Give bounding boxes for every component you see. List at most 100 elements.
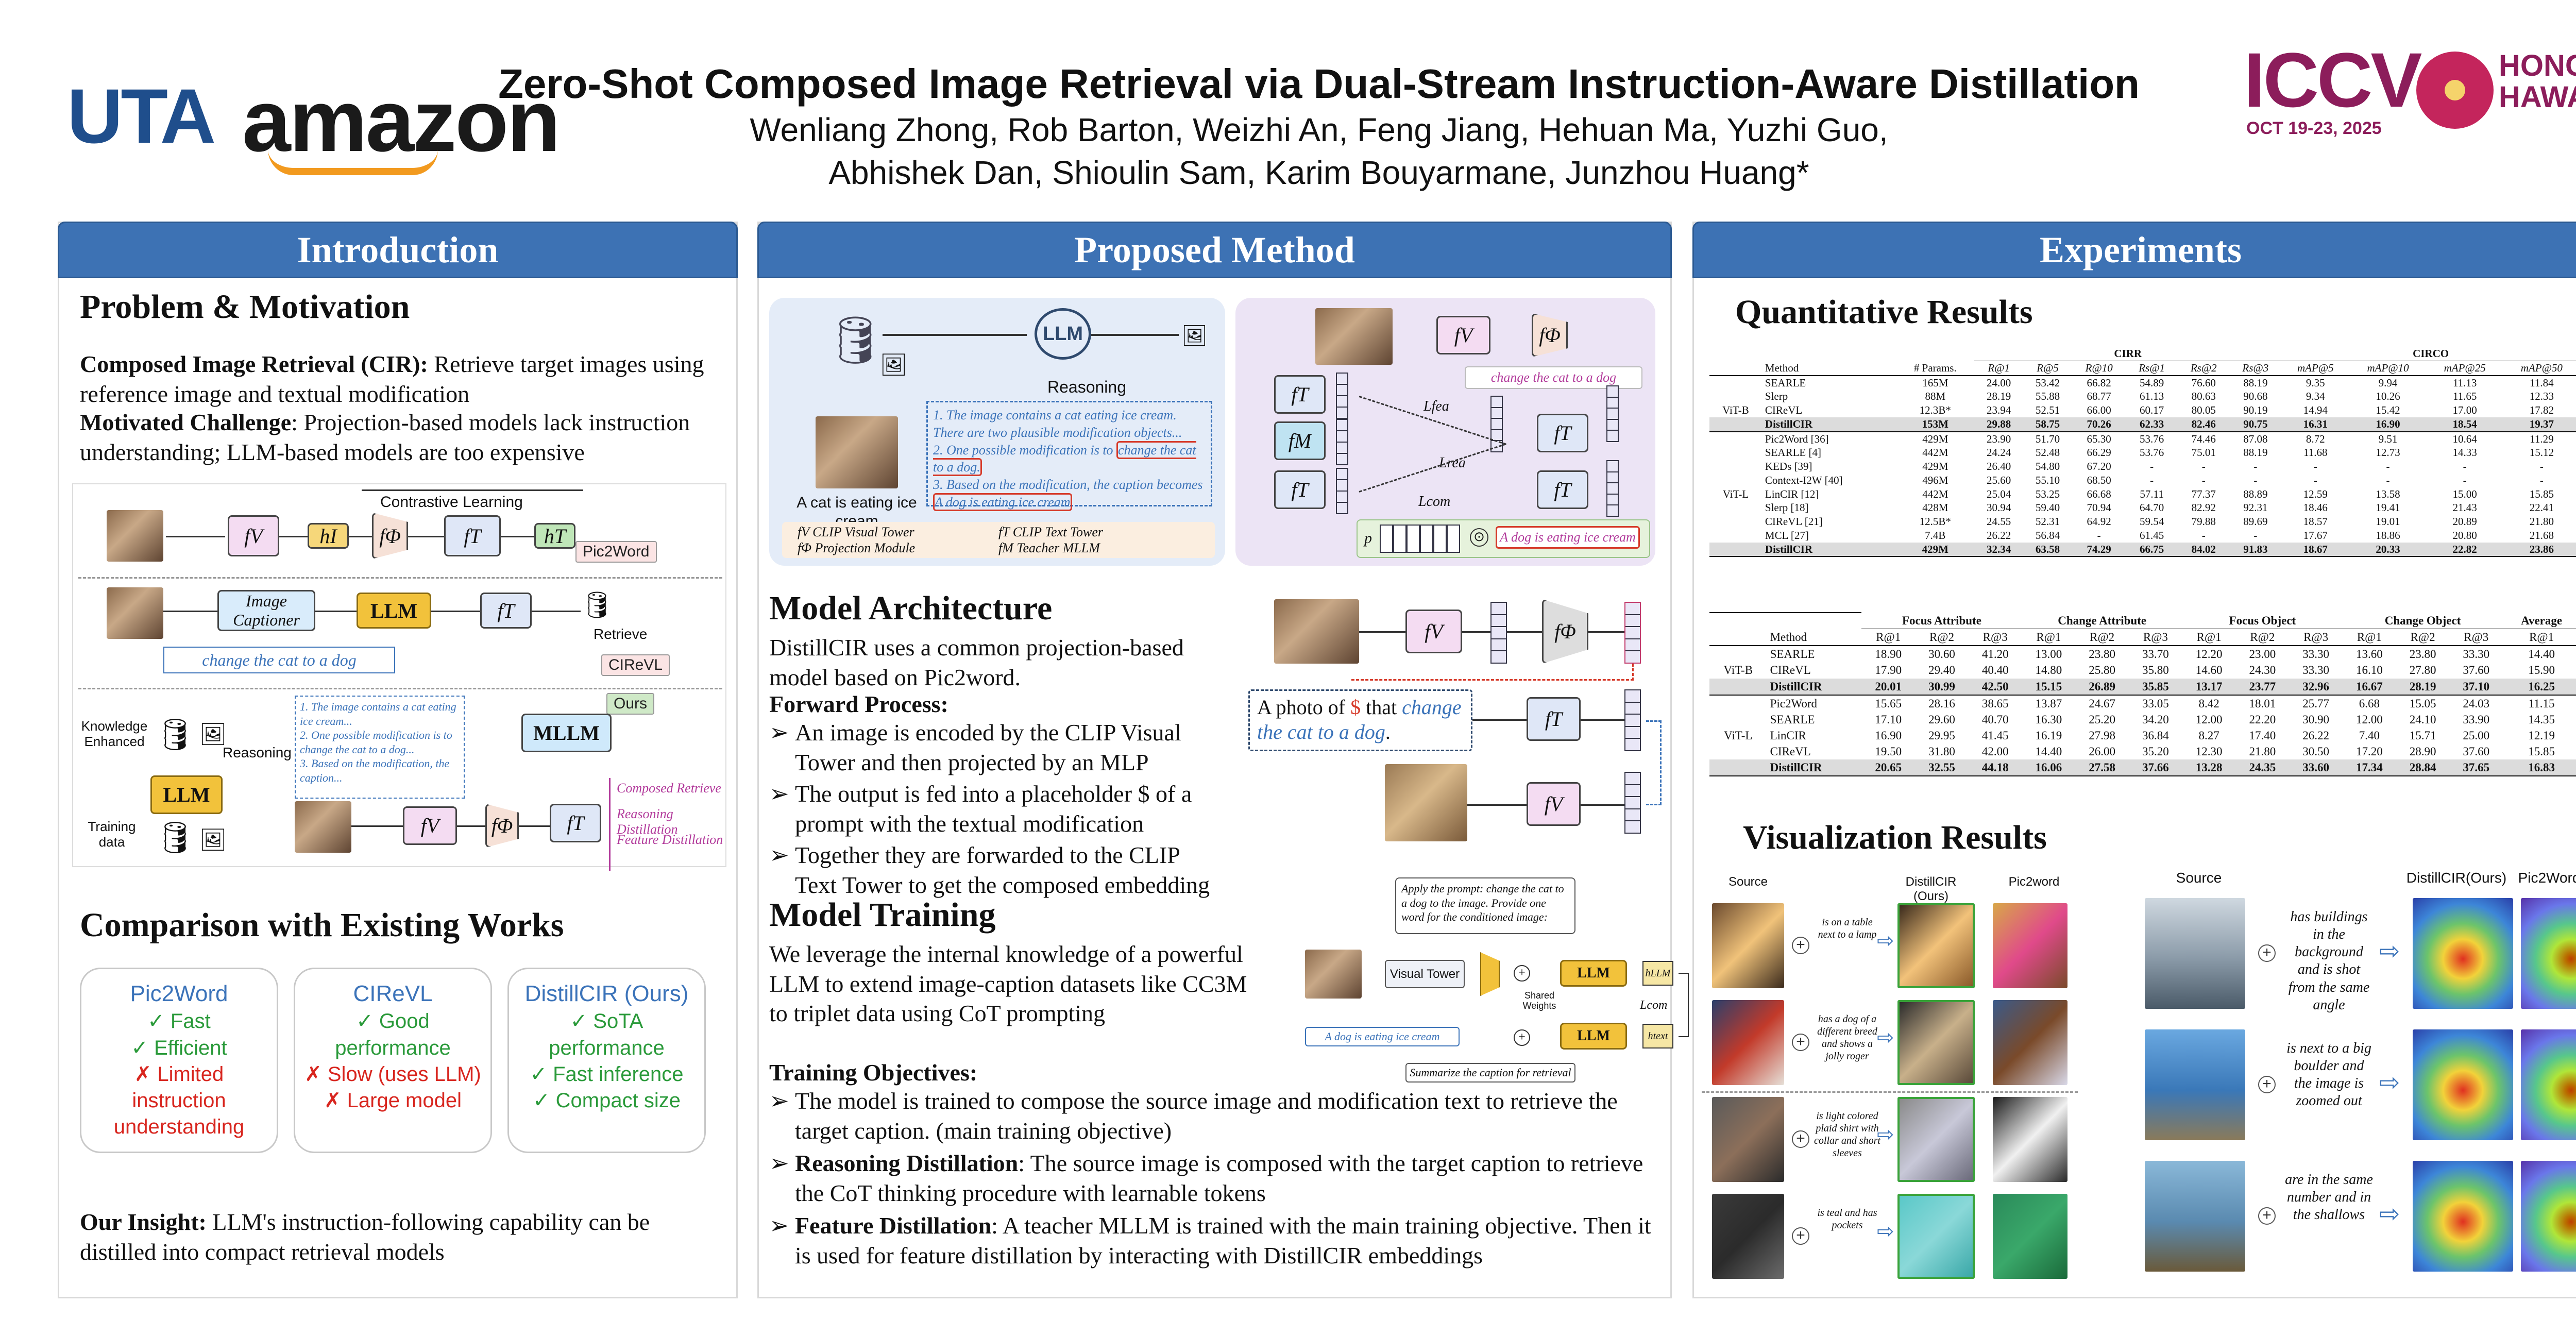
prompt-box: A photo of $ that change the cat to a do… — [1248, 689, 1472, 751]
value-cell: 17.90 — [1875, 664, 1902, 677]
contrastive-learning-label: Contrastive Learning — [377, 494, 526, 511]
value-cell: 59.54 — [2139, 515, 2164, 528]
knowledge-enhanced-label: Knowledge Enhanced — [81, 718, 148, 749]
pro-item: ✓ Efficient — [131, 1036, 227, 1059]
ours-tag: Ours — [606, 693, 655, 715]
value-cell: 57.11 — [2140, 487, 2164, 500]
value-cell: 11.65 — [2452, 390, 2477, 403]
fv-block: fV — [403, 806, 457, 845]
value-cell: 66.29 — [2087, 446, 2111, 459]
source-image — [1712, 1194, 1784, 1279]
value-cell: 17.00 — [2452, 404, 2477, 417]
group-header-cell — [1709, 347, 1974, 361]
method-cell: MCL [27] — [1765, 529, 1809, 542]
value-cell: 52.51 — [2035, 404, 2060, 417]
value-cell: 12.3B* — [1919, 404, 1951, 417]
modification-caption: are in the same number and in the shallo… — [2285, 1172, 2373, 1223]
value-cell: 13.00 — [2022, 645, 2076, 663]
value-cell: 17.34 — [2342, 759, 2396, 777]
training-objectives-list: ➢The model is trained to compose the sou… — [769, 1086, 1666, 1273]
value-cell: 24.67 — [2075, 694, 2129, 712]
value-cell: 37.65 — [2449, 759, 2503, 777]
value-cell: 24.10 — [2409, 713, 2436, 726]
plus-icon: + — [2258, 944, 2276, 962]
value-cell: 90.68 — [2243, 390, 2268, 403]
token-stack — [1490, 396, 1503, 452]
group-header-cell: Average — [2503, 613, 2576, 630]
arrow — [1091, 334, 1179, 336]
objective-item: ➢The model is trained to compose the sou… — [769, 1086, 1666, 1145]
value-cell: 35.80 — [2142, 664, 2169, 677]
arrow — [1581, 719, 1624, 721]
hi-block: hI — [308, 523, 349, 549]
retrieve-label: Retrieve — [594, 626, 648, 642]
p-label: p — [1364, 530, 1372, 547]
value-cell: 18.54 — [2426, 417, 2503, 432]
method-cell: DistillCIR — [1761, 542, 1896, 557]
value-cell: 15.12 — [2529, 446, 2554, 459]
cat-image — [816, 416, 898, 488]
method-cell: Pic2Word [36] — [1761, 431, 1896, 446]
value-cell: 16.90 — [2349, 417, 2427, 432]
value-cell: 15.71 — [2409, 729, 2436, 742]
iccv-date: OCT 19-23, 2025 — [2246, 119, 2382, 138]
pic2word-result-image — [1993, 1194, 2067, 1279]
value-cell: 30.99 — [1915, 678, 1969, 695]
value-cell: 88.89 — [2243, 487, 2268, 500]
value-cell: 66.82 — [2072, 375, 2126, 390]
right-arrow-icon: ⇨ — [2379, 937, 2400, 966]
modification-caption: is on a table next to a lamp — [1818, 917, 1877, 940]
pic2word-heatmap — [2521, 898, 2576, 1009]
column-header: R@1 — [2529, 631, 2554, 644]
value-cell: 29.88 — [1974, 417, 2024, 432]
backbone-cell — [1709, 431, 1762, 446]
value-cell: 19.50 — [1875, 745, 1902, 758]
method-cell: SEARLE — [1770, 713, 1815, 726]
value-cell: 20.65 — [1861, 759, 1916, 777]
value-cell: - — [2463, 460, 2467, 473]
value-cell: 13.87 — [2022, 694, 2076, 712]
comparison-card: CIReVL✓ Good performance✗ Slow (uses LLM… — [294, 968, 492, 1153]
column-header: # Params. — [1913, 361, 1957, 374]
value-cell: 68.50 — [2087, 474, 2111, 486]
pic2word-heatmap — [2521, 1161, 2576, 1272]
card-title: CIReVL — [353, 981, 433, 1006]
value-cell: - — [2386, 460, 2390, 473]
reasoning-distillation-label: Reasoning Distillation — [617, 806, 678, 837]
prompt-apply-box: Apply the prompt: change the cat to a do… — [1395, 877, 1575, 934]
value-cell: 21.80 — [2529, 515, 2554, 528]
value-cell: 15.65 — [1861, 694, 1916, 712]
modification-text: change the cat to a dog — [163, 647, 395, 673]
value-cell: 25.77 — [2289, 694, 2343, 712]
value-cell: 26.40 — [1987, 460, 2011, 473]
image-icon: 🖼 — [199, 721, 227, 747]
value-cell: 17.20 — [2355, 745, 2383, 758]
value-cell: 53.25 — [2035, 487, 2060, 500]
method-cell: DistillCIR — [1767, 678, 1862, 695]
value-cell: 25.60 — [1987, 474, 2011, 486]
value-cell: 15.15 — [2022, 678, 2076, 695]
objective-text: Feature Distillation: A teacher MLLM is … — [795, 1212, 1651, 1269]
value-cell: 442M — [1922, 446, 1948, 459]
value-cell: 24.03 — [2449, 694, 2503, 712]
ht-block: hT — [534, 523, 575, 549]
plus-icon: + — [1792, 1034, 1809, 1051]
value-cell: 51.70 — [2023, 431, 2072, 446]
column-header: R@1 — [2196, 631, 2222, 644]
l-rea-label: Lrea — [1439, 455, 1466, 471]
column-header: Method — [1770, 630, 1807, 644]
bracket — [1679, 973, 1689, 1037]
reasoning-label: Reasoning — [223, 745, 292, 760]
comparison-card: Pic2Word✓ Fast✓ Efficient✗ Limited instr… — [80, 968, 278, 1153]
value-cell: 28.90 — [2409, 745, 2436, 758]
column-header: Rs@1 — [2139, 361, 2165, 374]
column-header: R@2 — [2250, 631, 2275, 644]
model-training-heading: Model Training — [769, 896, 996, 934]
forward-process-list: ➢An image is encoded by the CLIP Visual … — [769, 718, 1223, 902]
method-cell: Slerp — [1765, 390, 1788, 403]
backbone-cell — [1709, 390, 1762, 403]
